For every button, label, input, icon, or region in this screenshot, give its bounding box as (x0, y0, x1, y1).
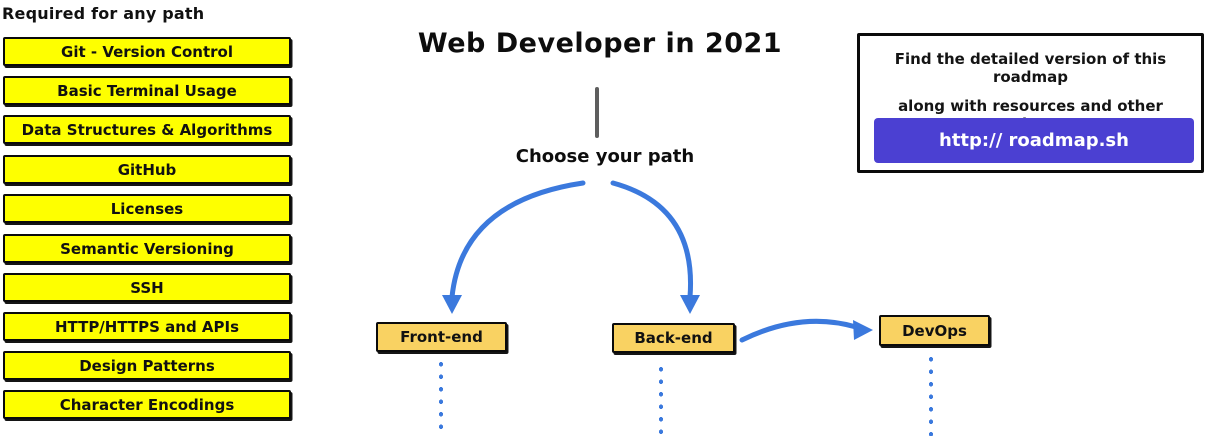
page-title: Web Developer in 2021 (417, 28, 783, 59)
path-box-back-end[interactable]: Back-end (612, 323, 735, 353)
arrow-to-devops (739, 318, 859, 343)
sidebar-title: Required for any path (2, 4, 205, 23)
roadmap-url-button[interactable]: http:// roadmap.sh (874, 118, 1194, 163)
topic-box-http[interactable]: HTTP/HTTPS and APIs (3, 312, 291, 341)
topic-box-data-structures[interactable]: Data Structures & Algorithms (3, 115, 291, 144)
arrow-to-back-end (610, 180, 694, 300)
arrow-to-front-end (449, 180, 586, 300)
dotted-line-back-end (658, 363, 664, 436)
arrowhead-front-end (442, 295, 462, 314)
arrowhead-back-end (680, 295, 700, 314)
topic-box-ssh[interactable]: SSH (3, 273, 291, 302)
topic-box-design-patterns[interactable]: Design Patterns (3, 351, 291, 380)
topic-box-github[interactable]: GitHub (3, 155, 291, 184)
topic-box-licenses[interactable]: Licenses (3, 194, 291, 223)
title-divider-line (595, 87, 599, 138)
dotted-line-devops (928, 353, 934, 436)
topic-box-terminal[interactable]: Basic Terminal Usage (3, 76, 291, 105)
topic-box-semver[interactable]: Semantic Versioning (3, 234, 291, 263)
info-box: Find the detailed version of this roadma… (857, 33, 1204, 173)
choose-path-label: Choose your path (515, 146, 695, 167)
topic-box-encodings[interactable]: Character Encodings (3, 390, 291, 419)
arrowhead-devops (853, 320, 873, 340)
info-box-line-1: Find the detailed version of this roadma… (894, 50, 1167, 86)
path-box-devops[interactable]: DevOps (879, 315, 990, 346)
path-box-front-end[interactable]: Front-end (376, 322, 507, 352)
topic-box-git[interactable]: Git - Version Control (3, 37, 291, 66)
dotted-line-front-end (438, 358, 444, 436)
